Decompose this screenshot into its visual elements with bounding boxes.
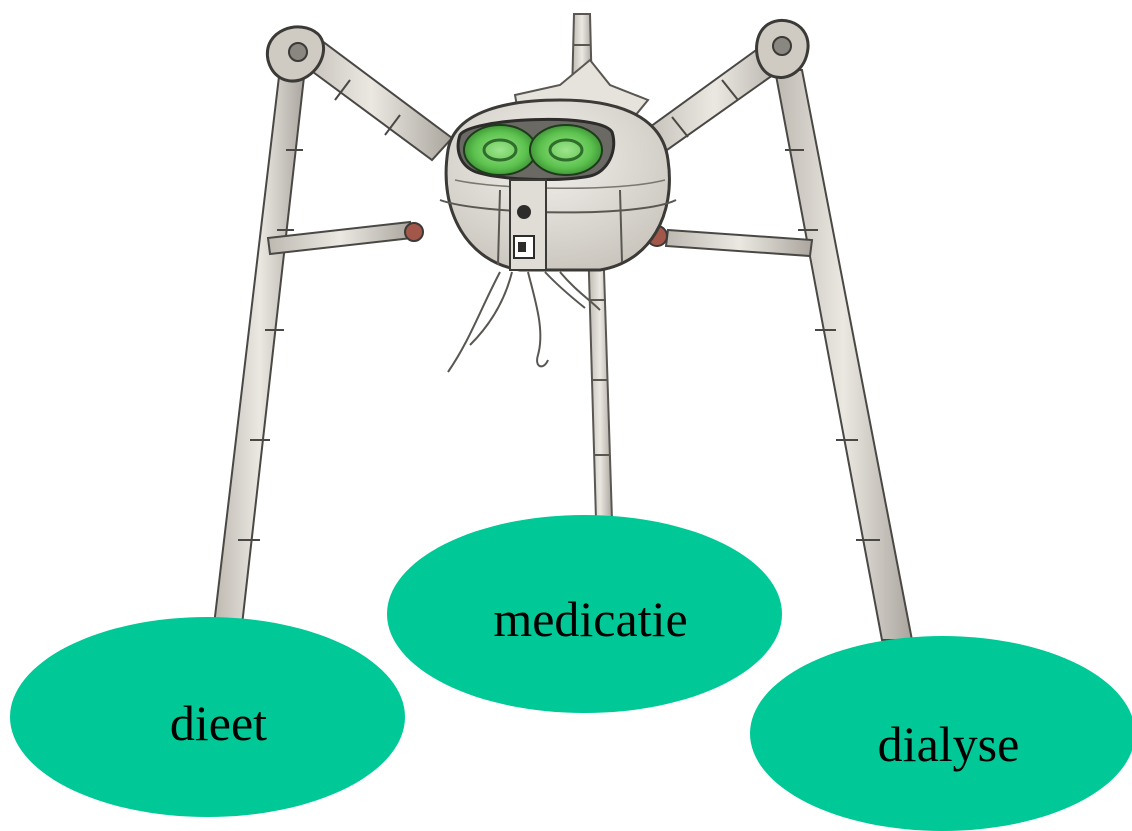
label-medicatie: medicatie — [493, 590, 687, 648]
left-eye — [464, 125, 536, 175]
tentacles — [448, 272, 600, 372]
right-shoulder — [757, 20, 809, 77]
bubble-dieet: dieet — [10, 617, 405, 817]
back-leg — [588, 240, 612, 520]
tripod-body — [440, 100, 676, 270]
bubble-medicatie: medicatie — [387, 515, 782, 713]
left-leg — [214, 68, 305, 625]
label-dieet: dieet — [170, 694, 267, 752]
right-eye — [530, 125, 602, 175]
right-leg — [775, 70, 912, 640]
label-dialyse: dialyse — [878, 715, 1020, 773]
bubble-dialyse: dialyse — [750, 636, 1132, 831]
